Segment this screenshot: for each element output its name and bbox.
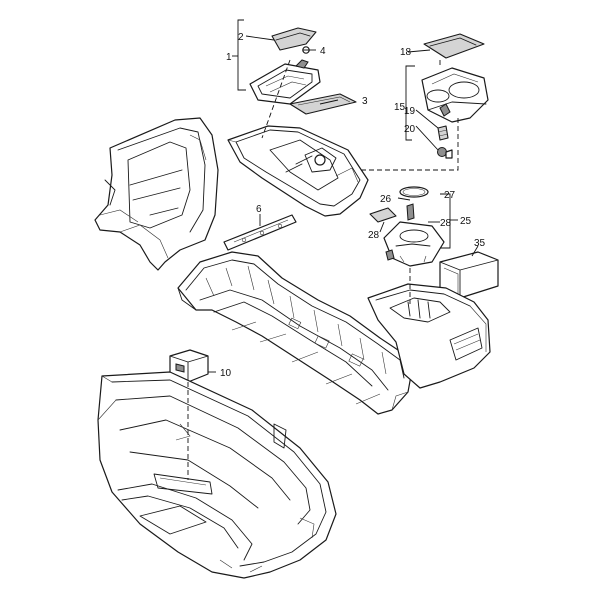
cup-holder-damper <box>437 147 453 159</box>
cup-holder-housing <box>421 67 489 123</box>
console-side-panel <box>94 117 219 271</box>
callout-18: 18 <box>400 47 412 58</box>
rubber-insert <box>369 207 397 223</box>
callout-4: 4 <box>320 46 326 57</box>
callout-2: 2 <box>238 32 244 43</box>
callout-28-upper: 28 <box>368 230 380 241</box>
cup-holder-cover <box>423 33 485 59</box>
cover-strip <box>223 214 297 251</box>
storage-tray-lid <box>271 27 317 51</box>
callout-labels: 1 2 4 3 18 15 19 20 6 26 27 28 28 25 35 … <box>220 32 486 379</box>
callout-25: 25 <box>460 216 472 227</box>
callout-27: 27 <box>444 190 456 201</box>
rear-console-end <box>367 283 491 389</box>
callout-6: 6 <box>256 204 262 215</box>
callout-1: 1 <box>226 52 232 63</box>
console-top-cover <box>227 125 369 217</box>
bolt <box>406 203 415 221</box>
callout-35: 35 <box>474 238 486 249</box>
callout-3: 3 <box>362 96 368 107</box>
callout-28-lower: 28 <box>440 218 452 229</box>
rear-cup-holder <box>383 221 445 267</box>
rubber-mat <box>289 93 357 115</box>
storage-tray <box>249 59 321 105</box>
leader-lines <box>187 19 479 480</box>
door-trim-panel <box>97 371 337 579</box>
callout-15: 15 <box>394 102 406 113</box>
callout-20: 20 <box>404 124 416 135</box>
callout-10: 10 <box>220 368 232 379</box>
callout-19: 19 <box>404 106 416 117</box>
callout-26: 26 <box>380 194 392 205</box>
cup-holder-spring <box>437 125 449 141</box>
center-console-frame <box>177 251 413 415</box>
ring-seal <box>399 186 429 198</box>
